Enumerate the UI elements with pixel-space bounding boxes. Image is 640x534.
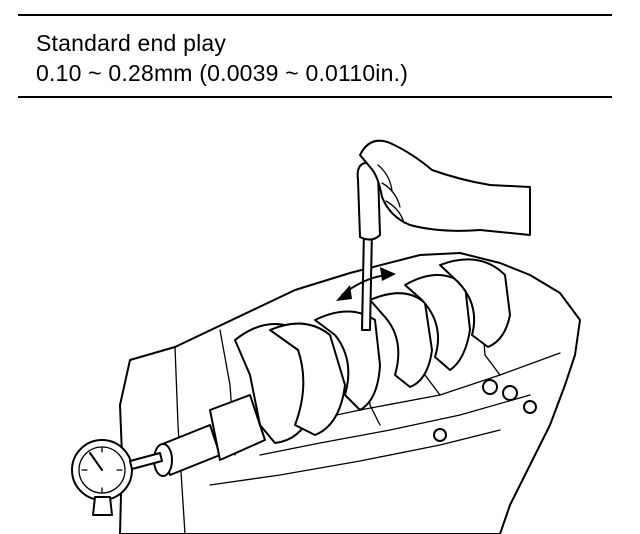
crank-web-3	[314, 310, 381, 411]
crankshaft-end-play-drawing	[71, 139, 581, 534]
crank-web-5	[404, 274, 471, 371]
spec-title: Standard end play	[36, 30, 227, 56]
crank-web-6	[439, 258, 511, 348]
spec-value: 0.10 ~ 0.28mm (0.0039 ~ 0.0110in.)	[36, 60, 409, 86]
bolt-hole	[482, 379, 498, 395]
arrow-head-right	[380, 267, 396, 281]
finger-line	[377, 164, 393, 192]
engine-block-illustration	[60, 125, 600, 534]
dial-needle	[89, 452, 103, 471]
block-rib	[174, 346, 186, 534]
hand	[359, 139, 531, 236]
crank-web-4	[369, 292, 433, 388]
finger-line	[385, 200, 405, 224]
block-skirt	[209, 429, 501, 486]
arrow-head-left	[336, 285, 352, 301]
spec-box: Standard end play 0.10 ~ 0.28mm (0.0039 …	[18, 14, 612, 98]
dial-stem	[129, 452, 163, 470]
crank-journal	[209, 394, 266, 461]
dial-mount	[92, 496, 113, 516]
bolt-hole	[502, 385, 518, 401]
engine-block	[119, 252, 581, 534]
bolt-hole	[523, 400, 537, 414]
dial-tick	[81, 446, 123, 494]
finger-line	[381, 182, 401, 208]
block-skirt	[259, 394, 531, 456]
bolt-hole	[433, 428, 447, 442]
crank-web-2	[269, 322, 346, 436]
